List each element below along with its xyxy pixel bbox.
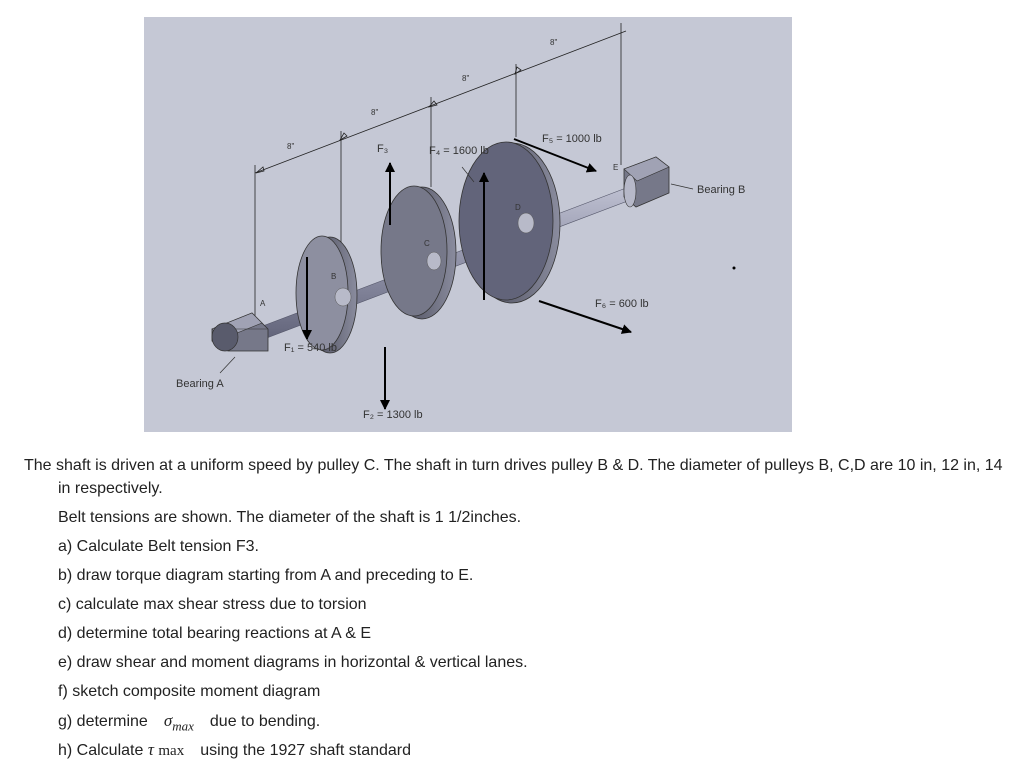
point-label-e: E <box>613 163 618 172</box>
problem-intro: The shaft is driven at a uniform speed b… <box>24 457 1003 497</box>
spacing-label-3: 8" <box>462 74 469 83</box>
label-f2: F₂ = 1300 lb <box>363 409 423 421</box>
leader-lines <box>219 166 694 374</box>
point-label-d: D <box>515 203 521 212</box>
bearing-a <box>211 312 269 352</box>
pulley-b <box>295 235 358 354</box>
question-h-text: h) Calculate <box>58 742 144 759</box>
spacing-label-2: 8" <box>371 108 378 117</box>
question-g-text: g) determine <box>58 713 148 730</box>
shaft-figure: 8" 8" 8" 8" <box>144 17 792 432</box>
question-h: h) Calculate τ max using the 1927 shaft s… <box>24 738 1014 761</box>
question-e: e) draw shear and moment diagrams in hor… <box>58 654 528 671</box>
problem-statement: The shaft is driven at a uniform speed b… <box>24 454 1014 761</box>
question-d: d) determine total bearing reactions at … <box>58 625 372 642</box>
dimension-lines <box>254 23 627 335</box>
pulley-c <box>380 185 457 320</box>
bearing-b <box>623 156 670 208</box>
dimension-ticks <box>255 66 522 174</box>
point-label-c: C <box>424 239 430 248</box>
arrow-f5 <box>513 138 597 173</box>
label-f3: F₃ <box>377 143 388 155</box>
tau-symbol: τ <box>147 740 154 759</box>
point-label-b: B <box>331 272 336 281</box>
force-arrows <box>302 138 632 410</box>
spacing-label-4: 8" <box>550 38 557 47</box>
label-f4: F₄ = 1600 lb <box>429 145 489 157</box>
label-bearing-b: Bearing B <box>697 184 745 196</box>
stray-dot <box>732 266 736 270</box>
point-label-a: A <box>260 299 266 308</box>
question-g: g) determine σmax due to bending. <box>24 709 1014 734</box>
problem-given: Belt tensions are shown. The diameter of… <box>58 509 522 526</box>
tau-subscript: max <box>158 743 185 759</box>
question-a: a) Calculate Belt tension F3. <box>58 538 259 555</box>
label-bearing-a: Bearing A <box>176 378 224 390</box>
question-f: f) sketch composite moment diagram <box>58 683 321 700</box>
label-f6: F₆ = 600 lb <box>595 298 649 310</box>
label-f5: F₅ = 1000 lb <box>542 133 602 145</box>
question-g-suffix: due to bending. <box>209 713 321 730</box>
question-h-suffix: using the 1927 shaft standard <box>200 742 412 759</box>
arrow-f6 <box>538 300 632 334</box>
pulley-d <box>458 141 561 304</box>
question-b: b) draw torque diagram starting from A a… <box>58 567 474 584</box>
spacing-label-1: 8" <box>287 142 294 151</box>
sigma-max-symbol: σmax <box>163 711 194 734</box>
label-f1: F₁ = 540 lb <box>284 342 337 354</box>
question-c: c) calculate max shear stress due to tor… <box>58 596 367 613</box>
